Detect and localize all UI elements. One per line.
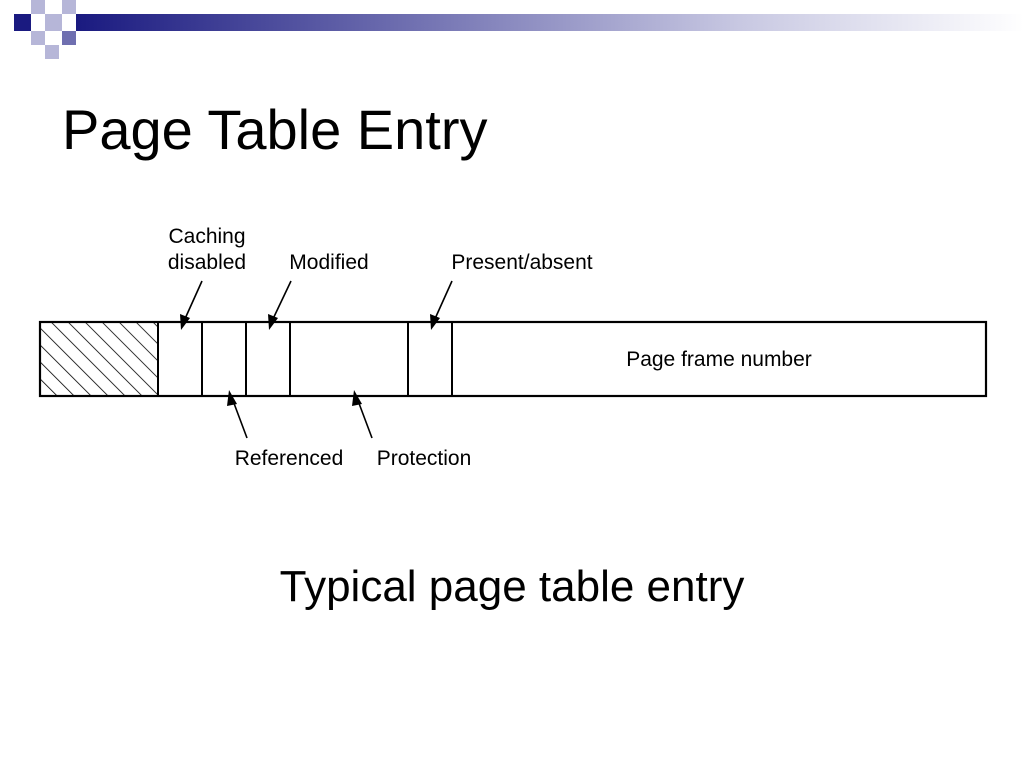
- decor-square: [62, 0, 76, 14]
- arrow-present-absent: [430, 280, 453, 330]
- slide-title: Page Table Entry: [62, 98, 488, 161]
- decor-gradient-bar: [76, 14, 1024, 31]
- decor-square: [45, 14, 62, 31]
- slide-caption: Typical page table entry: [279, 562, 745, 611]
- label-caching-disabled-line2: disabled: [168, 251, 246, 274]
- label-referenced: Referenced: [235, 447, 344, 470]
- label-present-absent: Present/absent: [451, 251, 592, 274]
- label-protection: Protection: [377, 447, 472, 470]
- arrow-modified: [268, 280, 292, 330]
- decor-square: [45, 45, 59, 59]
- arrow-referenced: [227, 390, 248, 439]
- decor-square: [31, 31, 45, 45]
- entry-outline: [38, 320, 988, 398]
- decor-square: [62, 31, 76, 45]
- decor-square: [31, 0, 45, 14]
- label-caching-disabled-line1: Caching: [168, 225, 245, 248]
- decor-square: [14, 14, 31, 31]
- header-decoration: [0, 0, 1024, 66]
- label-modified: Modified: [289, 251, 368, 274]
- arrow-protection: [352, 390, 373, 439]
- arrow-caching-disabled: [180, 280, 203, 330]
- unused-bits-field: [39, 321, 159, 397]
- label-page-frame-number: Page frame number: [626, 348, 812, 371]
